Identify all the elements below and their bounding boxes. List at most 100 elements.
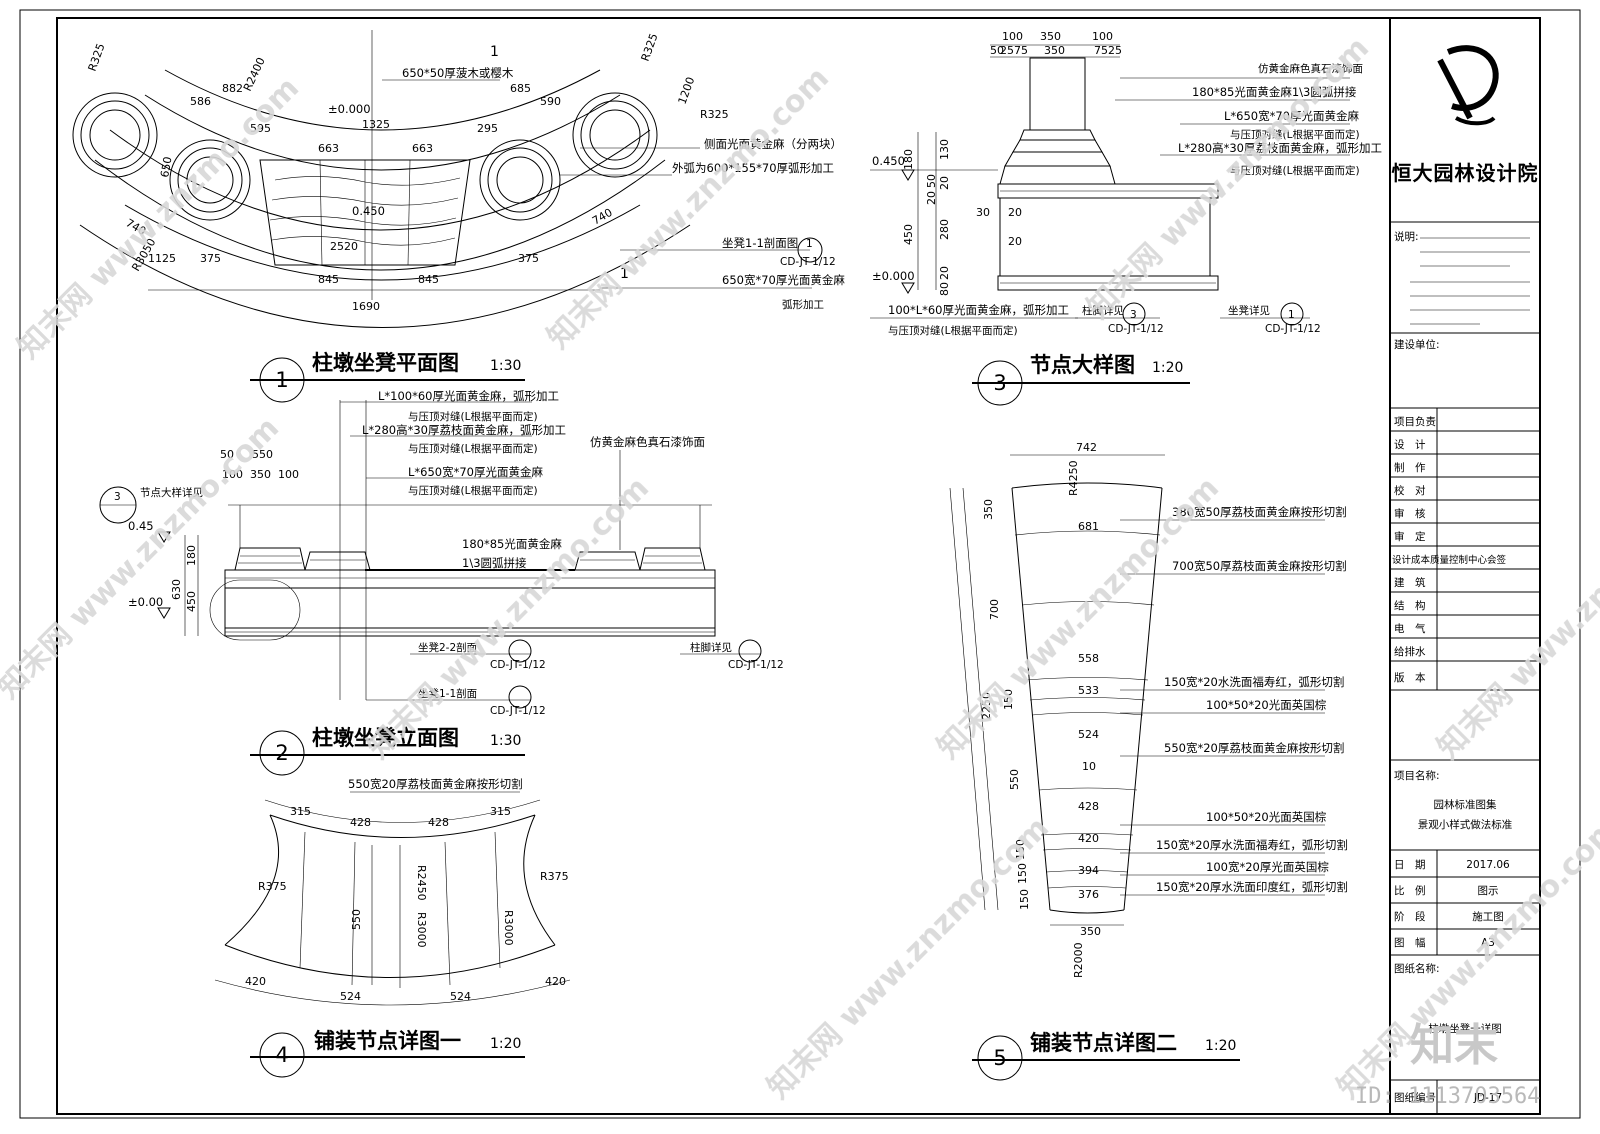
notes-header: 说明: [1394,230,1419,243]
svg-text:±0.00: ±0.00 [128,595,163,609]
svg-text:700: 700 [988,599,1001,620]
svg-text:L*280高*30厚荔枝面黄金麻，弧形加工: L*280高*30厚荔枝面黄金麻，弧形加工 [1178,141,1382,155]
info-size-label: 图 幅 [1394,936,1426,949]
signature-table: 项目负责 设 计 制 作 校 对 审 核 审 定 设计成本质量控制中心会签 建 … [1390,408,1540,691]
svg-text:知末网 www.znzmo.com: 知末网 www.znzmo.com [11,71,306,366]
svg-text:100宽*20厚光面英国棕: 100宽*20厚光面英国棕 [1206,860,1329,874]
row-arch: 建 筑 [1394,576,1426,589]
svg-text:558: 558 [1078,652,1099,665]
svg-text:知末网 www.znzmo.com: 知末网 www.znzmo.com [1431,471,1600,766]
svg-text:450: 450 [902,224,915,245]
drawing-no: JD-17 [1473,1092,1502,1104]
svg-text:与压顶对缝(L根据平面而定): 与压顶对缝(L根据平面而定) [408,410,538,423]
plan-datum: ±0.000 [328,102,371,116]
svg-text:R3000: R3000 [502,910,515,946]
drawing-5-paving: 742 R4250 681 558 533 524 10 428 420 394… [949,441,1348,978]
svg-text:1690: 1690 [352,300,380,313]
drawing-2-elevation: 50 550 100 350 100 180 630 450 0.45 ±0.0… [99,389,784,717]
svg-text:R325: R325 [86,42,108,73]
svg-text:R3000: R3000 [415,912,428,948]
row-cost-center: 设计成本质量控制中心会签 [1392,554,1507,566]
svg-text:295: 295 [477,122,498,135]
svg-text:CD-JT-1/12: CD-JT-1/12 [490,705,546,717]
svg-text:428: 428 [1078,800,1099,813]
svg-text:1325: 1325 [362,118,390,131]
info-stage-value: 施工图 [1472,910,1504,923]
svg-text:30: 30 [976,206,990,219]
firm-logo [1437,45,1499,126]
svg-text:394: 394 [1078,864,1099,877]
drawing-4-caption: 4 铺装节点详图一 1:20 [250,1029,525,1078]
svg-text:100: 100 [222,468,243,481]
notes-text [1410,237,1530,325]
row-design: 设 计 [1394,438,1426,451]
info-scale-value: 图示 [1478,885,1499,897]
svg-text:550宽*20厚荔枝面黄金麻按形切割: 550宽*20厚荔枝面黄金麻按形切割 [1164,741,1344,755]
inner-border [56,17,1541,1115]
svg-text:50: 50 [925,174,938,188]
drawing-2-number: 2 [275,741,288,765]
drawing-3-node: 100 350 100 50 25 75 350 75 25 180 130 2… [870,30,1382,337]
svg-text:与压顶对缝(L根据平面而定): 与压顶对缝(L根据平面而定) [1230,128,1360,141]
svg-text:375: 375 [518,252,539,265]
title-block: 恒大园林设计院 说明: 建设单位: [1390,45,1540,1114]
svg-text:150: 150 [1002,689,1015,710]
svg-text:882: 882 [222,82,243,95]
svg-text:150宽*20厚水洗面福寿红，弧形切割: 150宽*20厚水洗面福寿红，弧形切割 [1156,838,1348,852]
svg-text:590: 590 [540,95,561,108]
svg-text:3: 3 [114,491,121,503]
svg-text:663: 663 [318,142,339,155]
svg-text:10: 10 [1082,760,1096,773]
svg-text:420: 420 [245,975,266,988]
svg-text:80: 80 [938,282,951,296]
drawing-5-title: 铺装节点详图二 [1030,1031,1177,1055]
svg-text:CD-JT-1/12: CD-JT-1/12 [1265,323,1321,335]
svg-text:1: 1 [806,238,813,250]
owner-label: 建设单位: [1394,338,1440,351]
column-1 [72,92,158,178]
svg-text:524: 524 [340,990,361,1003]
row-review: 审 核 [1394,507,1426,520]
svg-text:仿黄金麻色真石漆饰面: 仿黄金麻色真石漆饰面 [1258,62,1363,75]
plan-top-wood: 650*50厚菠木或樱木 [402,66,514,80]
svg-text:376: 376 [1078,888,1099,901]
svg-text:仿黄金麻色真石漆饰面: 仿黄金麻色真石漆饰面 [590,435,705,449]
svg-text:420: 420 [545,975,566,988]
svg-text:428: 428 [428,816,449,829]
svg-text:315: 315 [490,805,511,818]
svg-text:524: 524 [1078,728,1099,741]
svg-text:550: 550 [252,448,273,461]
drawing-4-paving: 315 428 428 315 R375 R3000 R2450 R3000 5… [214,777,571,1006]
plan-callout-circle [797,237,823,263]
firm-name: 恒大园林设计院 [1392,161,1539,185]
row-drafting: 制 作 [1394,461,1426,474]
drawing-5-number: 5 [993,1046,1006,1070]
drawing-name: 柱墩坐凳一详图 [1428,1022,1502,1035]
row-elec: 电 气 [1394,622,1426,635]
svg-text:150宽*20厚水洗面印度红，弧形切割: 150宽*20厚水洗面印度红，弧形切割 [1156,880,1348,894]
svg-text:CD-JT-1/12: CD-JT-1/12 [1108,323,1164,335]
drawing-1-scale: 1:30 [490,358,521,374]
svg-text:100: 100 [278,468,299,481]
svg-text:与压顶对缝(L根据平面而定): 与压顶对缝(L根据平面而定) [1230,164,1360,177]
drawing-4-title: 铺装节点详图一 [314,1029,461,1053]
svg-text:CD-JT-1/12: CD-JT-1/12 [780,256,836,268]
svg-text:CD-JT-1/12: CD-JT-1/12 [728,659,784,671]
svg-text:100*50*20光面英国棕: 100*50*20光面英国棕 [1206,810,1327,824]
drawing-1-caption: 1 柱墩坐凳平面图 1:30 [250,351,525,403]
drawing-4-number: 4 [275,1043,288,1067]
svg-text:R325: R325 [639,32,661,63]
svg-text:450: 450 [185,591,198,612]
svg-text:L*650宽*70厚光面黄金麻: L*650宽*70厚光面黄金麻 [1224,109,1359,123]
drawing-3-caption: 3 节点大样图 1:20 [972,353,1190,406]
svg-text:350: 350 [1044,44,1065,57]
svg-text:350: 350 [1040,30,1061,43]
svg-text:550宽20厚荔枝面黄金麻按形切割: 550宽20厚荔枝面黄金麻按形切割 [348,777,523,791]
elev-dimensions: 50 550 100 350 100 180 630 450 [170,448,299,636]
svg-text:75: 75 [1094,44,1108,57]
svg-text:740: 740 [590,206,615,228]
svg-text:50: 50 [220,448,234,461]
svg-text:与压顶对缝(L根据平面而定): 与压顶对缝(L根据平面而定) [888,324,1018,337]
project-name-2: 景观小样式做法标准 [1418,818,1513,831]
